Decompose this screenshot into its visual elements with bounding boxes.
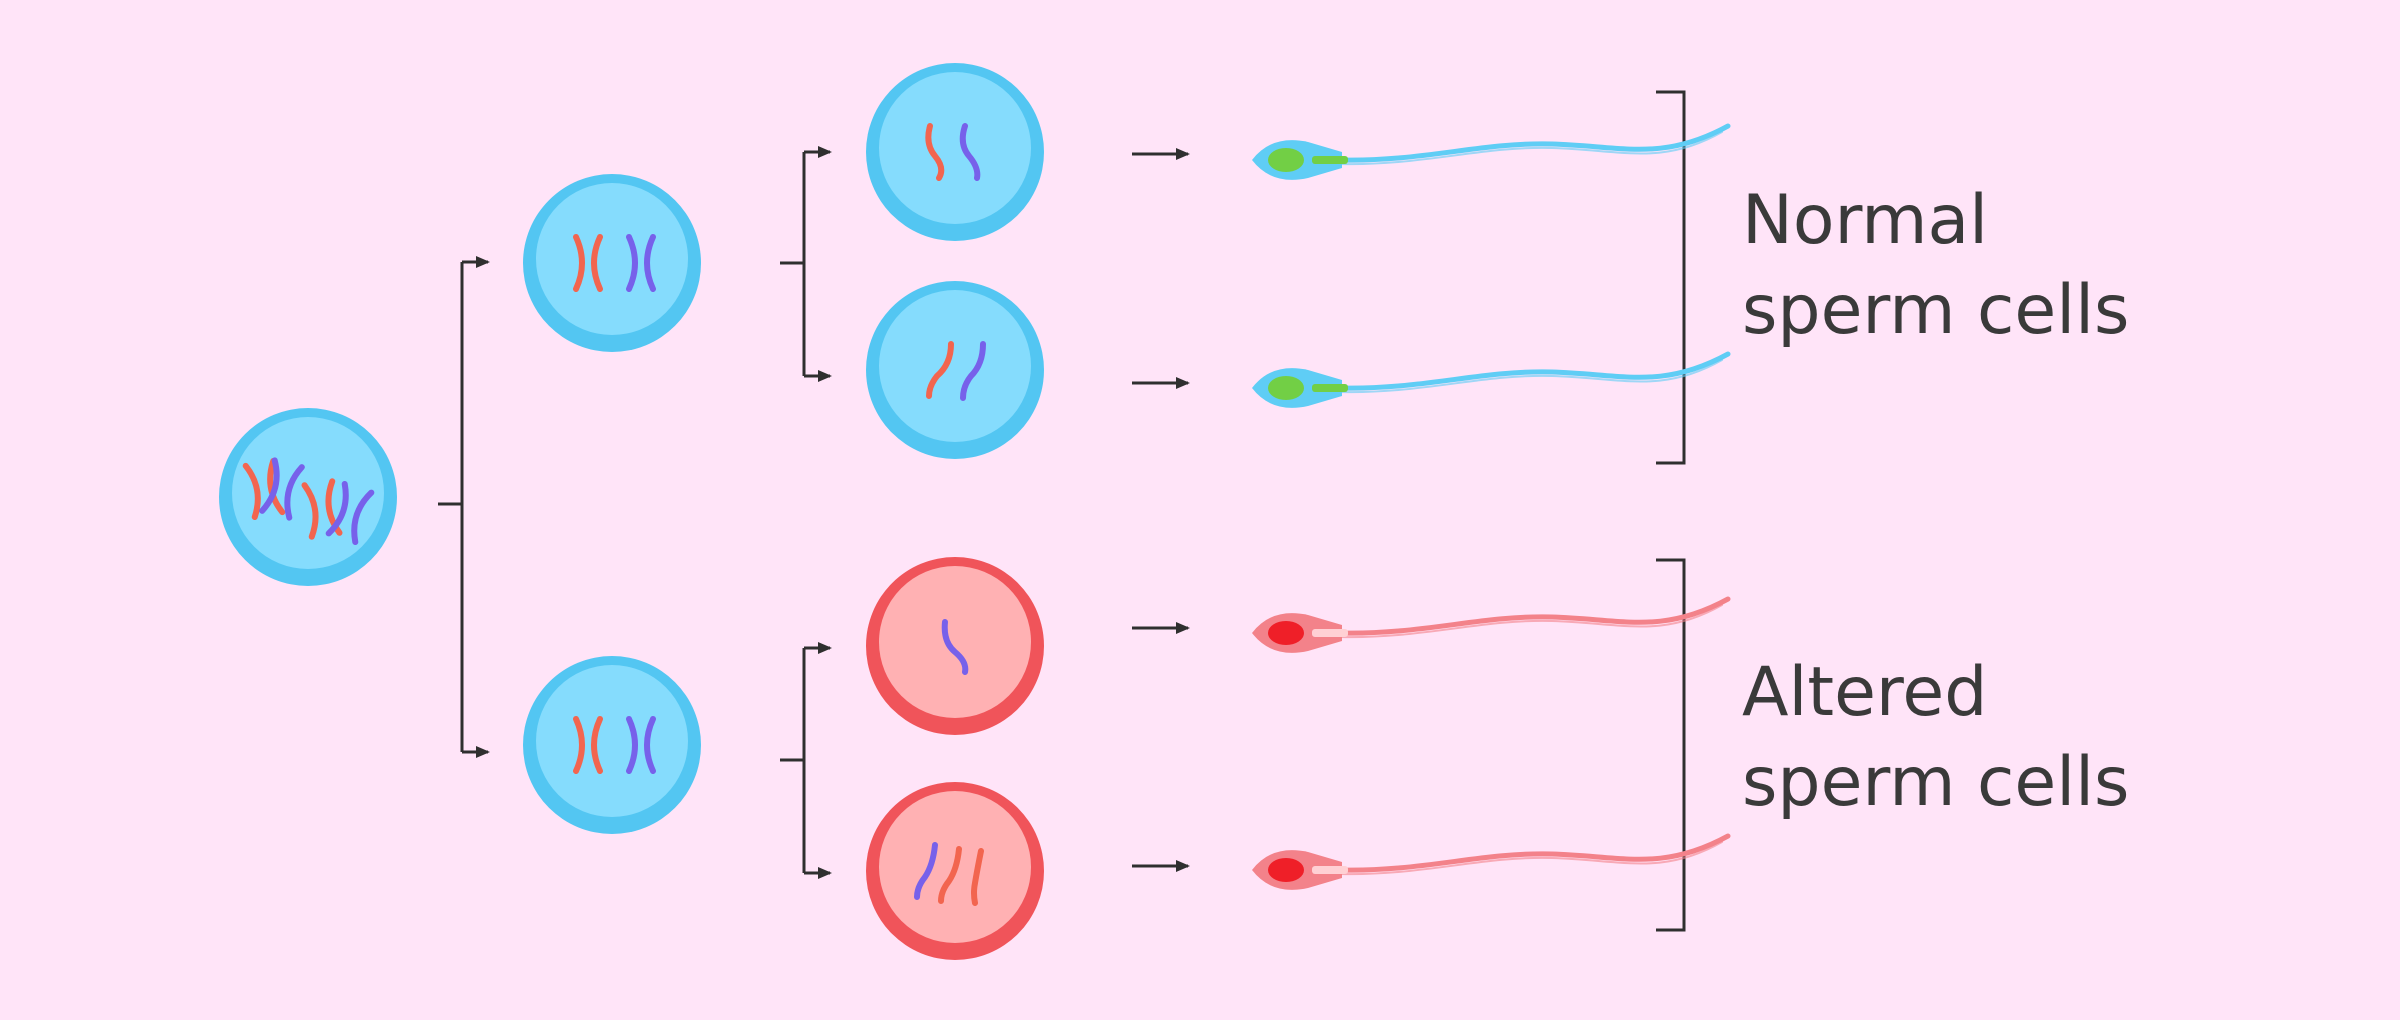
- sperm-cell-altered-1: [1252, 596, 1731, 653]
- gamete-cell-altered-1[interactable]: [866, 557, 1044, 735]
- bracket-parent-to-secondary: [438, 256, 490, 758]
- sperm-cell-normal-1: [1252, 123, 1731, 180]
- parent-cell: [219, 408, 397, 586]
- normal-sperm-cells-label: Normal sperm cells: [1742, 181, 2130, 351]
- bracket-normal-group: [1656, 90, 1686, 465]
- connector-lines: [438, 90, 1686, 932]
- bracket-secondary-top-to-gametes: [780, 146, 832, 382]
- altered-sperm-cells-label: Altered sperm cells: [1742, 653, 2130, 823]
- gamete-cell-normal-2: [866, 281, 1044, 459]
- bracket-secondary-bottom-to-gametes: [780, 642, 832, 879]
- gamete-cell-altered-2[interactable]: [866, 782, 1044, 960]
- sperm-cell-normal-2: [1252, 351, 1731, 408]
- secondary-cell-bottom: [523, 656, 701, 834]
- sperm-cell-altered-2: [1252, 833, 1731, 890]
- secondary-cell-top: [523, 174, 701, 352]
- gamete-cell-normal-1: [866, 63, 1044, 241]
- bracket-altered-group: [1656, 558, 1686, 932]
